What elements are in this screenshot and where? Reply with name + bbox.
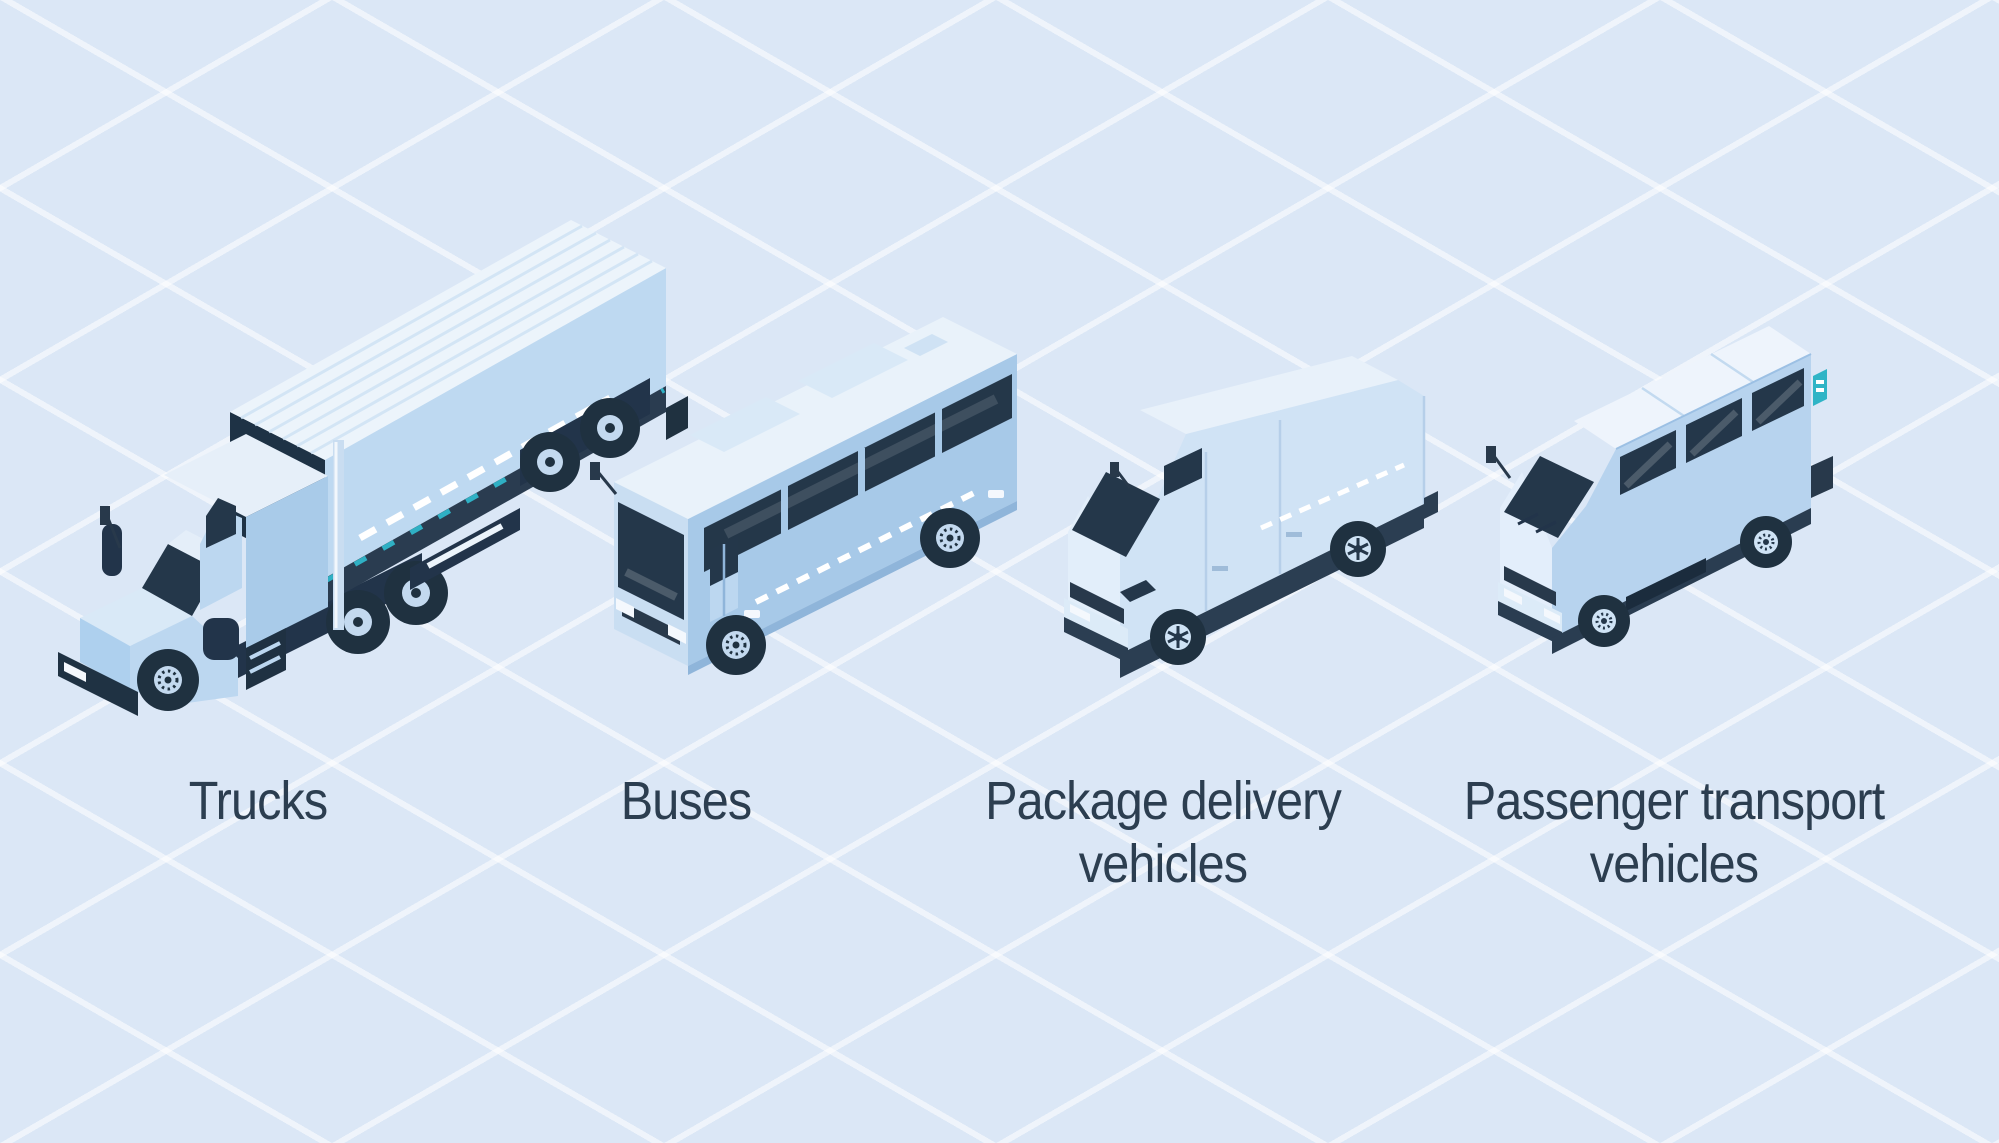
fuel-tank [203,618,239,660]
label-passenger-transport-vehicles: Passenger transport vehicles [1449,770,1899,895]
grille [1070,582,1124,624]
rear-wheel [920,508,980,568]
rear-wheel [1740,516,1792,568]
door-seams [1204,396,1426,611]
minibus-roof [1574,326,1811,449]
door-handle [1286,532,1302,537]
roof-seams [1641,352,1754,418]
bus-roof [614,317,1017,519]
tractor-cab [58,434,344,716]
headlight [1544,608,1560,624]
label-line: Trucks [188,771,328,831]
trailer-wheel [580,398,640,458]
rear-bumper [1424,491,1438,519]
exhaust-stack [333,440,344,630]
rear-bumper [1811,456,1833,498]
windshield-glass [1504,456,1594,538]
wipers [1517,512,1557,534]
bumper-base [1498,601,1562,646]
door-window-glass [206,498,236,548]
sleeper-side [246,476,328,648]
headlight [668,624,686,644]
side-windows [1620,368,1804,495]
label-line: Buses [620,771,752,831]
bumper-base [1064,617,1128,663]
rear-wheel [1330,521,1386,577]
sleeper-top [164,434,328,517]
mirror [1110,462,1132,489]
headlight [1070,604,1090,622]
cargo-van-icon [1064,356,1438,678]
bus-figure [576,304,1076,696]
van-roof [1140,356,1398,434]
van-figure [1026,336,1446,688]
label-line: vehicles [1589,833,1759,894]
front-wheel [1150,609,1206,665]
label-package-delivery-vehicles: Package delivery vehicles [938,770,1388,895]
mirror [100,506,122,549]
bus-door [710,536,738,622]
windshield-glass [1072,472,1160,557]
roof-hatch [690,334,948,452]
minibus-figure [1466,316,1866,672]
side-window-glass [1164,448,1202,496]
grille [1504,566,1556,606]
headlight [1504,588,1522,605]
side-windows [704,374,1012,572]
trailer-mudflap [666,396,688,440]
front-wheel [706,615,766,675]
label-line: Package delivery [985,771,1342,831]
windshield-glass [618,502,684,620]
step-tread [249,641,281,660]
side-marker [988,490,1004,498]
headlight-pod [1120,580,1156,602]
headlight [64,662,86,682]
trailer-wheel [520,432,580,492]
side-marker [744,610,760,618]
front-wheel [137,649,199,711]
trailer-side-dashes [358,394,612,542]
windshield-glass [142,544,218,616]
semi-truck-icon [58,220,688,716]
hood-top [80,588,192,646]
mirror [590,462,618,495]
label-line: vehicles [1078,833,1248,894]
bus-side-dashes [754,489,978,605]
tool-bar-slot [426,523,504,569]
label-trucks: Trucks [78,770,438,833]
label-line: Passenger transport [1463,771,1885,831]
headlight [616,598,634,618]
front-wheel [1578,595,1630,647]
front-bumper [58,652,138,716]
side-step [1626,558,1706,611]
minibus-side [1552,354,1811,638]
trailer-roof-ribs [240,224,653,455]
van-side-dashes [1259,462,1406,531]
van-side [1120,380,1424,654]
hood-side [80,618,130,690]
roof-edge [1615,353,1812,450]
label-buses: Buses [506,770,866,833]
step-tread [249,655,281,674]
windshield-streak [624,568,678,601]
mirror [1486,446,1512,479]
grille [622,602,680,645]
truck-figure [50,218,700,718]
door-handle [1212,566,1228,571]
minibus-icon [1486,326,1833,654]
coach-bus-icon [590,317,1017,675]
rear-teal-badge [1813,369,1827,406]
